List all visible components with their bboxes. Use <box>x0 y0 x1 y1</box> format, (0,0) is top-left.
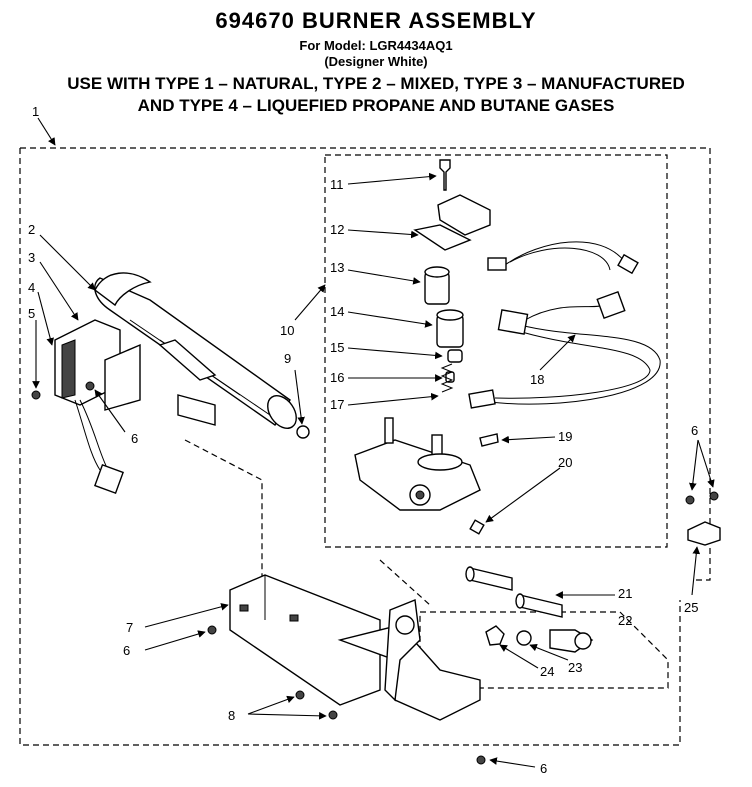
callout-17: 17 <box>330 397 344 412</box>
usage-line-1: USE WITH TYPE 1 – NATURAL, TYPE 2 – MIXE… <box>67 74 685 93</box>
callout-6-right: 6 <box>691 423 698 438</box>
leader-lines <box>32 117 715 768</box>
orifice-parts <box>465 566 594 653</box>
callout-6-left: 6 <box>131 431 138 446</box>
callout-23: 23 <box>568 660 582 675</box>
callout-10: 10 <box>280 323 294 338</box>
flame-sensor <box>158 339 217 426</box>
callout-14: 14 <box>330 304 344 319</box>
callout-15: 15 <box>330 340 344 355</box>
wire-harness <box>468 241 661 409</box>
callout-22: 22 <box>618 613 632 628</box>
burner-bracket <box>229 574 481 721</box>
callout-7: 7 <box>126 620 133 635</box>
valve-kit-boundary <box>324 154 668 548</box>
igniter-bracket <box>54 319 141 411</box>
orifice-group-boundary <box>419 611 669 689</box>
connector-dash-left <box>184 439 263 590</box>
callout-4: 4 <box>28 280 35 295</box>
hardware <box>31 381 721 765</box>
callout-21: 21 <box>618 586 632 601</box>
color-line: (Designer White) <box>324 54 428 69</box>
diagram-title: 694670 BURNER ASSEMBLY <box>215 8 537 33</box>
callout-6-bottom: 6 <box>540 761 547 776</box>
callout-1: 1 <box>32 104 39 119</box>
callout-9: 9 <box>284 351 291 366</box>
model-line: For Model: LGR4434AQ1 <box>299 38 453 53</box>
callout-18: 18 <box>530 372 544 387</box>
callout-11: 11 <box>330 177 344 192</box>
callout-8: 8 <box>228 708 235 723</box>
burner-tube <box>94 272 297 429</box>
gas-valve <box>354 417 481 511</box>
callout-3: 3 <box>28 250 35 265</box>
callout-25: 25 <box>684 600 698 615</box>
callout-12: 12 <box>330 222 344 237</box>
callout-6-bracket: 6 <box>123 643 130 658</box>
callout-5: 5 <box>28 306 35 321</box>
callout-13: 13 <box>330 260 344 275</box>
connector-dash-mid <box>379 559 431 606</box>
callout-20: 20 <box>558 455 572 470</box>
callout-16: 16 <box>330 370 344 385</box>
ignition-bracket <box>384 599 421 702</box>
callout-2: 2 <box>28 222 35 237</box>
callout-24: 24 <box>540 664 554 679</box>
callout-19: 19 <box>558 429 572 444</box>
valve-coils <box>413 159 491 393</box>
usage-line-2: AND TYPE 4 – LIQUEFIED PROPANE AND BUTAN… <box>137 96 615 115</box>
igniter-wire <box>74 399 124 494</box>
assembly-boundary <box>19 147 711 746</box>
